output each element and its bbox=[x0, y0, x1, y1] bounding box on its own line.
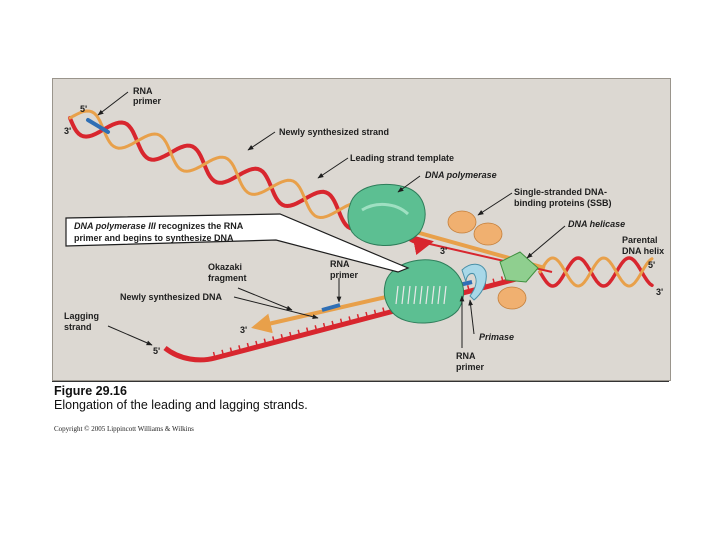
base-tick bbox=[289, 331, 293, 339]
label-rna-primer-mid-1: RNA bbox=[330, 259, 350, 269]
leader-helicase bbox=[526, 225, 566, 259]
polymerase-lagging-ribs bbox=[395, 285, 447, 305]
leader-rna-primer-top bbox=[97, 91, 129, 116]
primase bbox=[461, 263, 487, 301]
label-lagging-strand-1: Lagging bbox=[64, 311, 99, 321]
base-tick bbox=[280, 334, 284, 341]
leading-strand-template bbox=[68, 109, 374, 224]
leader-newly-synthesized-dna bbox=[233, 296, 319, 320]
label-rna-primer-top-1: RNA bbox=[133, 86, 153, 96]
label-rna-primer-top-2: primer bbox=[133, 96, 162, 106]
label-rna-primer-bottom-1: RNA bbox=[456, 351, 476, 361]
figure-number: Figure 29.16 bbox=[54, 384, 127, 398]
leader-lagging-strand bbox=[107, 325, 153, 346]
label-okazaki-1: Okazaki bbox=[208, 262, 242, 272]
okazaki-rna-primer bbox=[321, 303, 341, 312]
label-ssb-2: binding proteins (SSB) bbox=[514, 198, 612, 208]
base-tick bbox=[365, 311, 369, 319]
label-5prime-top: 5' bbox=[80, 104, 87, 114]
polymerase-rib bbox=[407, 285, 411, 305]
copyright-notice: Copyright © 2005 Lippincott Williams & W… bbox=[54, 425, 194, 433]
callout-box bbox=[65, 213, 410, 273]
leader-newly-synthesized-strand bbox=[247, 131, 276, 151]
base-tick bbox=[382, 307, 386, 314]
base-tick bbox=[229, 347, 233, 354]
polymerase-rib bbox=[413, 285, 417, 305]
ssb-protein-1 bbox=[447, 210, 477, 234]
label-3prime-mid: 3' bbox=[440, 246, 447, 256]
base-tick bbox=[221, 349, 225, 356]
base-tick bbox=[500, 276, 504, 283]
leader-dna-polymerase bbox=[397, 175, 421, 193]
label-leading-strand-template: Leading strand template bbox=[350, 153, 454, 163]
leader-okazaki bbox=[237, 287, 293, 311]
base-tick bbox=[339, 318, 343, 325]
leader-ssb bbox=[477, 192, 513, 216]
base-tick bbox=[297, 329, 301, 336]
polymerase-cleft-leading bbox=[361, 203, 410, 216]
polymerase-rib bbox=[395, 285, 399, 305]
newly-synthesized-strand bbox=[68, 116, 374, 232]
label-dna-polymerase: DNA polymerase bbox=[425, 170, 497, 180]
base-tick bbox=[356, 314, 360, 321]
base-tick bbox=[331, 320, 335, 328]
label-newly-synthesized-dna: Newly synthesized DNA bbox=[120, 292, 223, 302]
figure-caption: Elongation of the leading and lagging st… bbox=[54, 398, 308, 412]
dna-helicase bbox=[499, 251, 539, 283]
parental-helix-strand-1 bbox=[538, 256, 654, 288]
label-rna-primer-bottom-2: primer bbox=[456, 362, 485, 372]
rna-primer-segment-top bbox=[86, 118, 110, 134]
ssb-protein-2 bbox=[473, 222, 503, 246]
label-5prime-right: 5' bbox=[648, 260, 655, 270]
label-dna-helicase: DNA helicase bbox=[568, 219, 625, 229]
label-okazaki-2: fragment bbox=[208, 273, 247, 283]
base-tick bbox=[272, 336, 276, 343]
base-tick bbox=[492, 278, 496, 285]
label-ssb-1: Single-stranded DNA- bbox=[514, 187, 607, 197]
parental-helix-strand-2 bbox=[538, 256, 654, 288]
polymerase-rib bbox=[419, 285, 423, 305]
leader-primase bbox=[468, 299, 475, 335]
polymerase-rib bbox=[431, 285, 435, 305]
polymerase-rib bbox=[437, 285, 441, 305]
base-tick bbox=[255, 340, 259, 348]
label-primase: Primase bbox=[479, 332, 514, 342]
base-tick bbox=[246, 342, 250, 350]
dna-polymerase-lagging bbox=[383, 259, 465, 324]
base-tick bbox=[238, 345, 242, 352]
base-tick bbox=[466, 285, 470, 292]
base-tick bbox=[348, 316, 352, 323]
base-tick bbox=[263, 338, 267, 345]
label-parental-helix-1: Parental bbox=[622, 235, 658, 245]
polymerase-rib bbox=[425, 285, 429, 305]
polymerase-rib bbox=[443, 285, 447, 305]
base-tick bbox=[314, 325, 318, 332]
base-tick bbox=[373, 309, 377, 316]
dna-polymerase-leading bbox=[347, 183, 426, 246]
label-3prime-lag: 3' bbox=[240, 325, 247, 335]
caption-rule bbox=[52, 381, 669, 382]
base-tick bbox=[212, 351, 216, 359]
leader-leading-strand-template bbox=[317, 157, 349, 179]
polymerase-rib bbox=[401, 285, 405, 305]
label-3prime-top: 3' bbox=[64, 126, 71, 136]
label-lagging-strand-2: strand bbox=[64, 322, 92, 332]
base-tick bbox=[322, 322, 326, 330]
label-newly-synthesized-strand: Newly synthesized strand bbox=[279, 127, 389, 137]
ssb-protein-3 bbox=[497, 286, 527, 310]
base-tick bbox=[305, 327, 309, 334]
callout-line-2: primer and begins to synthesize DNA bbox=[74, 233, 234, 243]
lagging-strand-template bbox=[163, 275, 521, 363]
label-rna-primer-mid-2: primer bbox=[330, 270, 359, 280]
label-5prime-lag: 5' bbox=[153, 346, 160, 356]
label-3prime-right: 3' bbox=[656, 287, 663, 297]
callout-line-1: DNA polymerase III recognizes the RNA bbox=[74, 221, 244, 231]
label-parental-helix-2: DNA helix bbox=[622, 246, 664, 256]
